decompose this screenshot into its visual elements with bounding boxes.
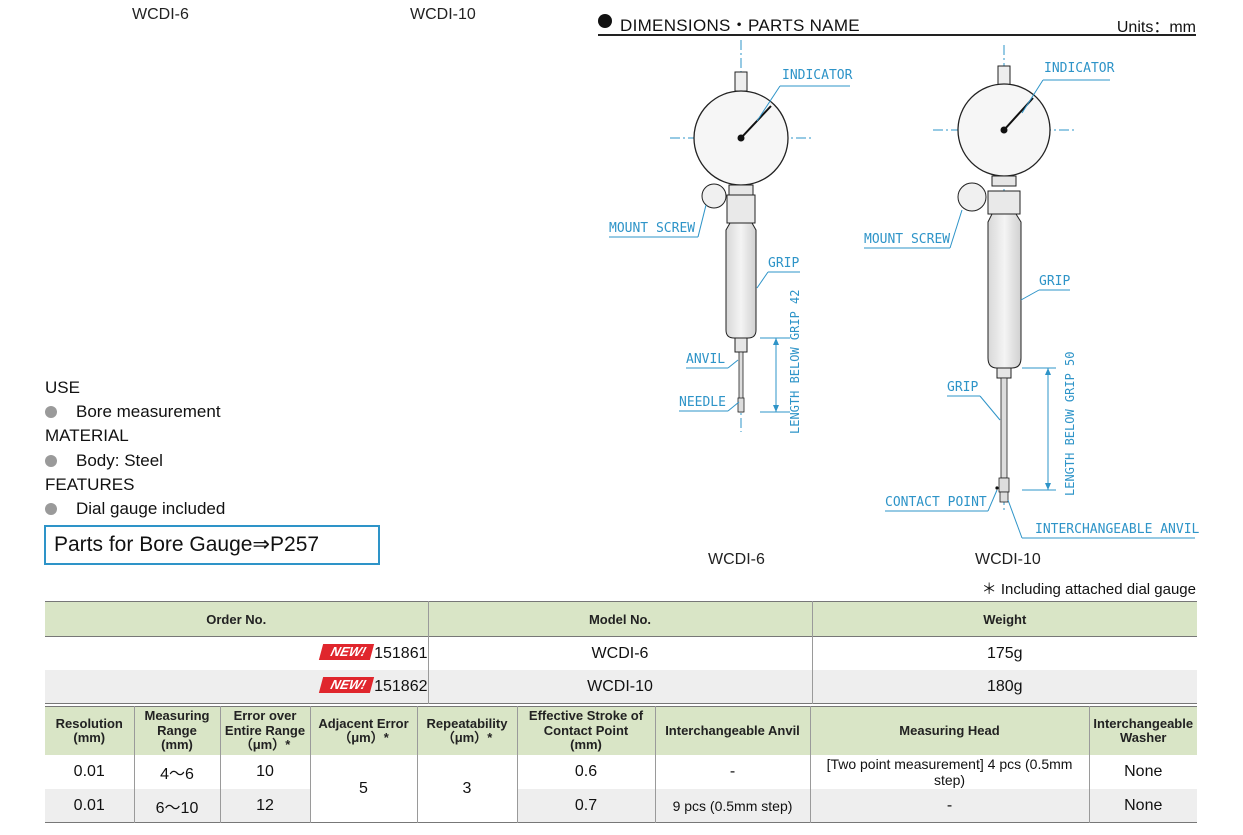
bullet-icon	[598, 14, 612, 28]
weight-value: 175g	[811, 636, 1197, 670]
header-order-no: Order No.	[45, 601, 428, 637]
label-needle-left: NEEDLE	[679, 395, 726, 410]
anvil-value: 9 pcs (0.5mm step)	[654, 789, 810, 823]
header-measuring-head: Measuring Head	[809, 706, 1089, 755]
order-table: Order No. Model No. Weight NEW!151861 WC…	[45, 601, 1197, 704]
measuring-head-value: [Two point measurement] 4 pcs (0.5mm ste…	[809, 755, 1089, 789]
dimensions-diagram: INDICATOR MOUNT SCREW GRIP ANVIL NEEDLE …	[609, 40, 1200, 539]
table-row: 0.01 4〜6 10 5 3 0.6 - [Two point measure…	[45, 755, 1197, 823]
label-mount-screw-left: MOUNT SCREW	[609, 221, 695, 236]
label-grip-upper-right: GRIP	[1039, 274, 1070, 289]
header-model-no: Model No.	[427, 601, 812, 637]
adjacent-error-value: 5	[309, 755, 417, 823]
features-heading: FEATURES	[45, 474, 135, 494]
label-length-left: LENGTH BELOW GRIP 42	[788, 290, 802, 435]
use-item-text: Bore measurement	[76, 402, 221, 422]
photo-label-wcdi-10: WCDI-10	[410, 6, 476, 23]
new-badge: NEW!	[319, 677, 375, 693]
bullet-icon	[45, 406, 57, 419]
model-number: WCDI-10	[427, 670, 812, 704]
footnote: ＊ Including attached dial gauge	[981, 581, 1196, 598]
dimensions-header: DIMENSIONS・PARTS NAME Units：mm	[598, 8, 1196, 36]
dimensions-title: DIMENSIONS・PARTS NAME	[620, 16, 860, 35]
material-item-text: Body: Steel	[76, 450, 163, 470]
label-grip-lower-right: GRIP	[947, 380, 978, 395]
resolution-value: 0.01	[73, 763, 105, 780]
features-item-text: Dial gauge included	[76, 499, 226, 519]
parts-link[interactable]: Parts for Bore Gauge⇒P257	[44, 525, 380, 565]
table-row: NEW!151861 WCDI-6 175g	[45, 636, 1197, 670]
error-value: 12	[219, 789, 310, 823]
header-adjacent-error: Adjacent Error（μm）*	[309, 706, 417, 755]
table-row: NEW!151862 WCDI-10 180g	[45, 670, 1197, 704]
anvil-value: -	[654, 755, 810, 789]
label-contact-point-right: CONTACT POINT	[885, 495, 987, 510]
washer-value: None	[1088, 789, 1197, 823]
repeatability-value: 3	[416, 755, 517, 823]
order-number: 151862	[374, 678, 428, 695]
header-resolution: Resolution(mm)	[45, 706, 134, 755]
label-indicator-left: INDICATOR	[782, 68, 853, 83]
gauge-wcdi-10-drawing: INDICATOR MOUNT SCREW GRIP GRIP CONTACT …	[864, 45, 1200, 539]
units-label: Units：mm	[1116, 19, 1196, 36]
header-repeatability: Repeatability（μm）*	[416, 706, 517, 755]
caption-wcdi-10: WCDI-10	[975, 551, 1041, 568]
error-value: 10	[219, 755, 310, 789]
gauge-wcdi-6-drawing: INDICATOR MOUNT SCREW GRIP ANVIL NEEDLE …	[609, 40, 853, 434]
weight-value: 180g	[811, 670, 1197, 704]
label-mount-screw-right: MOUNT SCREW	[864, 232, 950, 247]
range-value: 6〜10	[133, 789, 220, 823]
label-indicator-right: INDICATOR	[1044, 61, 1115, 76]
table-row: 0.01 6〜10 12 0.7 9 pcs (0.5mm step) - No…	[45, 789, 1197, 823]
header-interchangeable-anvil: Interchangeable Anvil	[654, 706, 810, 755]
label-interchangeable-anvil-right: INTERCHANGEABLE ANVIL	[1035, 522, 1200, 537]
label-anvil-left: ANVIL	[686, 352, 725, 367]
caption-wcdi-6: WCDI-6	[708, 551, 765, 568]
label-length-right: LENGTH BELOW GRIP 50	[1063, 352, 1077, 497]
measuring-head-value: -	[809, 789, 1089, 823]
range-value: 4〜6	[133, 755, 220, 789]
new-badge: NEW!	[319, 644, 375, 660]
use-item: Bore measurement	[45, 400, 225, 424]
stroke-value: 0.7	[516, 789, 655, 823]
bullet-icon	[45, 454, 57, 467]
photo-label-wcdi-6: WCDI-6	[132, 6, 189, 23]
product-info: USE Bore measurement MATERIAL Body: Stee…	[45, 376, 225, 521]
model-number: WCDI-6	[427, 636, 812, 670]
bullet-icon	[45, 503, 57, 516]
stroke-value: 0.6	[516, 755, 655, 789]
washer-value: None	[1088, 755, 1197, 789]
use-heading: USE	[45, 378, 80, 397]
features-item: Dial gauge included	[45, 497, 225, 521]
material-item: Body: Steel	[45, 449, 225, 473]
resolution-value: 0.01	[45, 789, 134, 823]
material-heading: MATERIAL	[45, 426, 129, 446]
label-grip-left: GRIP	[768, 256, 799, 271]
order-number: 151861	[374, 645, 428, 662]
header-weight: Weight	[811, 601, 1197, 637]
